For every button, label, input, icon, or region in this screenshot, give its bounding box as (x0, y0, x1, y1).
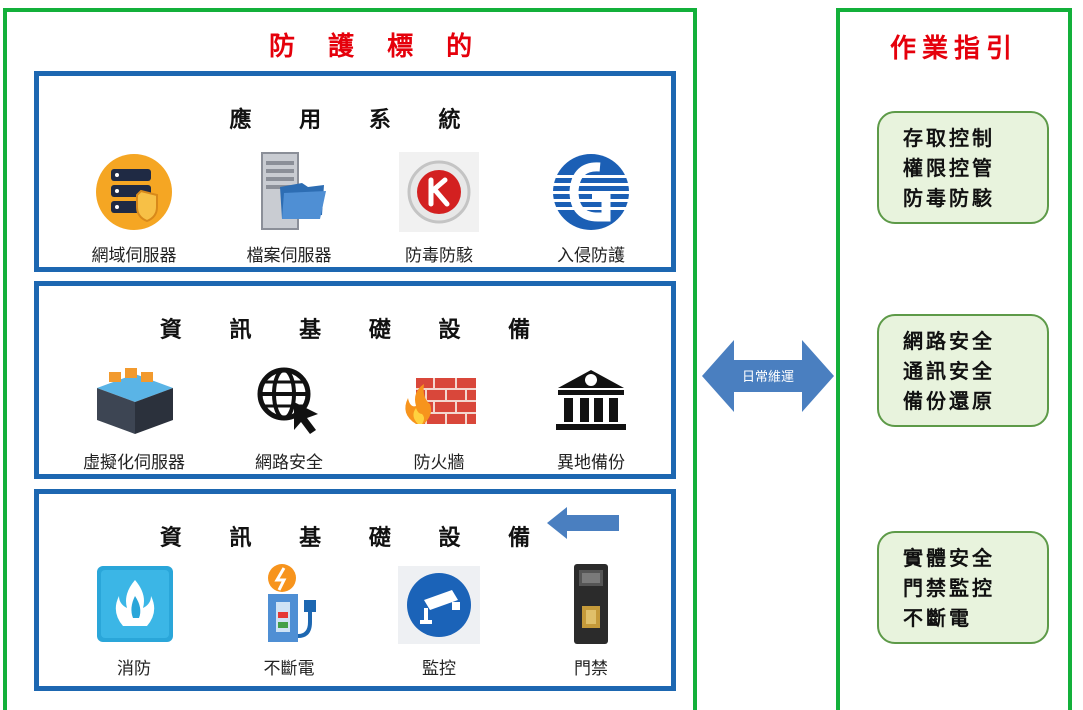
section-heading: 應 用 系 統 (229, 107, 481, 133)
item-virtualization-server: 虛擬化伺服器 (64, 354, 204, 473)
intrusion-prevention-icon (546, 147, 636, 237)
item-label: 檔案伺服器 (246, 246, 332, 266)
guide-line: 通訊安全 (903, 358, 995, 383)
item-label: 入侵防護 (557, 246, 625, 266)
item-label: 防毒防駭 (405, 246, 473, 266)
access-control-icon (546, 560, 636, 650)
connector-label: 日常維運 (741, 370, 794, 385)
it-infrastructure-box: 資 訊 基 礎 設 備 虛擬化伺服器 網路安全 (34, 281, 676, 479)
item-access-control: 門禁 (521, 560, 661, 679)
guide-box-network-security: 網路安全 通訊安全 備份還原 (877, 314, 1049, 427)
application-systems-box: 應 用 系 統 網域伺服器 檔案伺服器 (34, 71, 676, 272)
protection-targets-title: 防 護 標 的 (269, 32, 485, 62)
item-surveillance: 監控 (369, 560, 509, 679)
firewall-icon (394, 354, 484, 444)
item-label: 門禁 (574, 659, 608, 679)
item-label: 防火牆 (413, 453, 465, 473)
double-arrow-icon (702, 340, 834, 412)
item-label: 網域伺服器 (91, 246, 177, 266)
guide-line: 存取控制 (903, 125, 995, 150)
item-label: 消防 (117, 659, 151, 679)
item-label: 不斷電 (263, 659, 315, 679)
guide-line: 不斷電 (903, 605, 972, 630)
file-server-icon (244, 147, 334, 237)
item-file-server: 檔案伺服器 (219, 147, 359, 266)
section-heading: 資 訊 基 礎 設 備 (159, 525, 551, 551)
item-label: 監控 (422, 659, 456, 679)
item-label: 網路安全 (255, 453, 323, 473)
item-firewall: 防火牆 (369, 354, 509, 473)
item-label: 異地備份 (557, 453, 625, 473)
operation-guide-panel (836, 8, 1072, 710)
guide-box-physical-security: 實體安全 門禁監控 不斷電 (877, 531, 1049, 644)
guide-line: 門禁監控 (903, 575, 995, 600)
guide-line: 權限控管 (903, 155, 995, 180)
item-network-security: 網路安全 (219, 354, 359, 473)
item-label: 虛擬化伺服器 (83, 453, 185, 473)
protection-targets-panel (3, 8, 697, 710)
item-ups: 不斷電 (219, 560, 359, 679)
ups-icon (244, 560, 334, 650)
globe-cursor-icon (244, 354, 334, 444)
bank-icon (546, 354, 636, 444)
left-arrow-icon (545, 505, 621, 541)
guide-box-access-control: 存取控制 權限控管 防毒防駭 (877, 111, 1049, 224)
cctv-camera-icon (394, 560, 484, 650)
fire-protection-icon (89, 560, 179, 650)
item-domain-server: 網域伺服器 (64, 147, 204, 266)
guide-line: 防毒防駭 (903, 185, 995, 210)
domain-server-icon (89, 147, 179, 237)
item-offsite-backup: 異地備份 (521, 354, 661, 473)
guide-line: 備份還原 (903, 388, 995, 413)
section-heading: 資 訊 基 礎 設 備 (159, 317, 551, 343)
antivirus-icon (394, 147, 484, 237)
operation-guide-title: 作業指引 (890, 34, 1019, 64)
guide-line: 實體安全 (903, 545, 995, 570)
item-antivirus: 防毒防駭 (369, 147, 509, 266)
item-intrusion-prevention: 入侵防護 (521, 147, 661, 266)
guide-line: 網路安全 (903, 328, 995, 353)
virtualization-server-icon (89, 354, 179, 444)
item-fire-protection: 消防 (64, 560, 204, 679)
daily-operation-connector: 日常維運 (700, 336, 836, 416)
